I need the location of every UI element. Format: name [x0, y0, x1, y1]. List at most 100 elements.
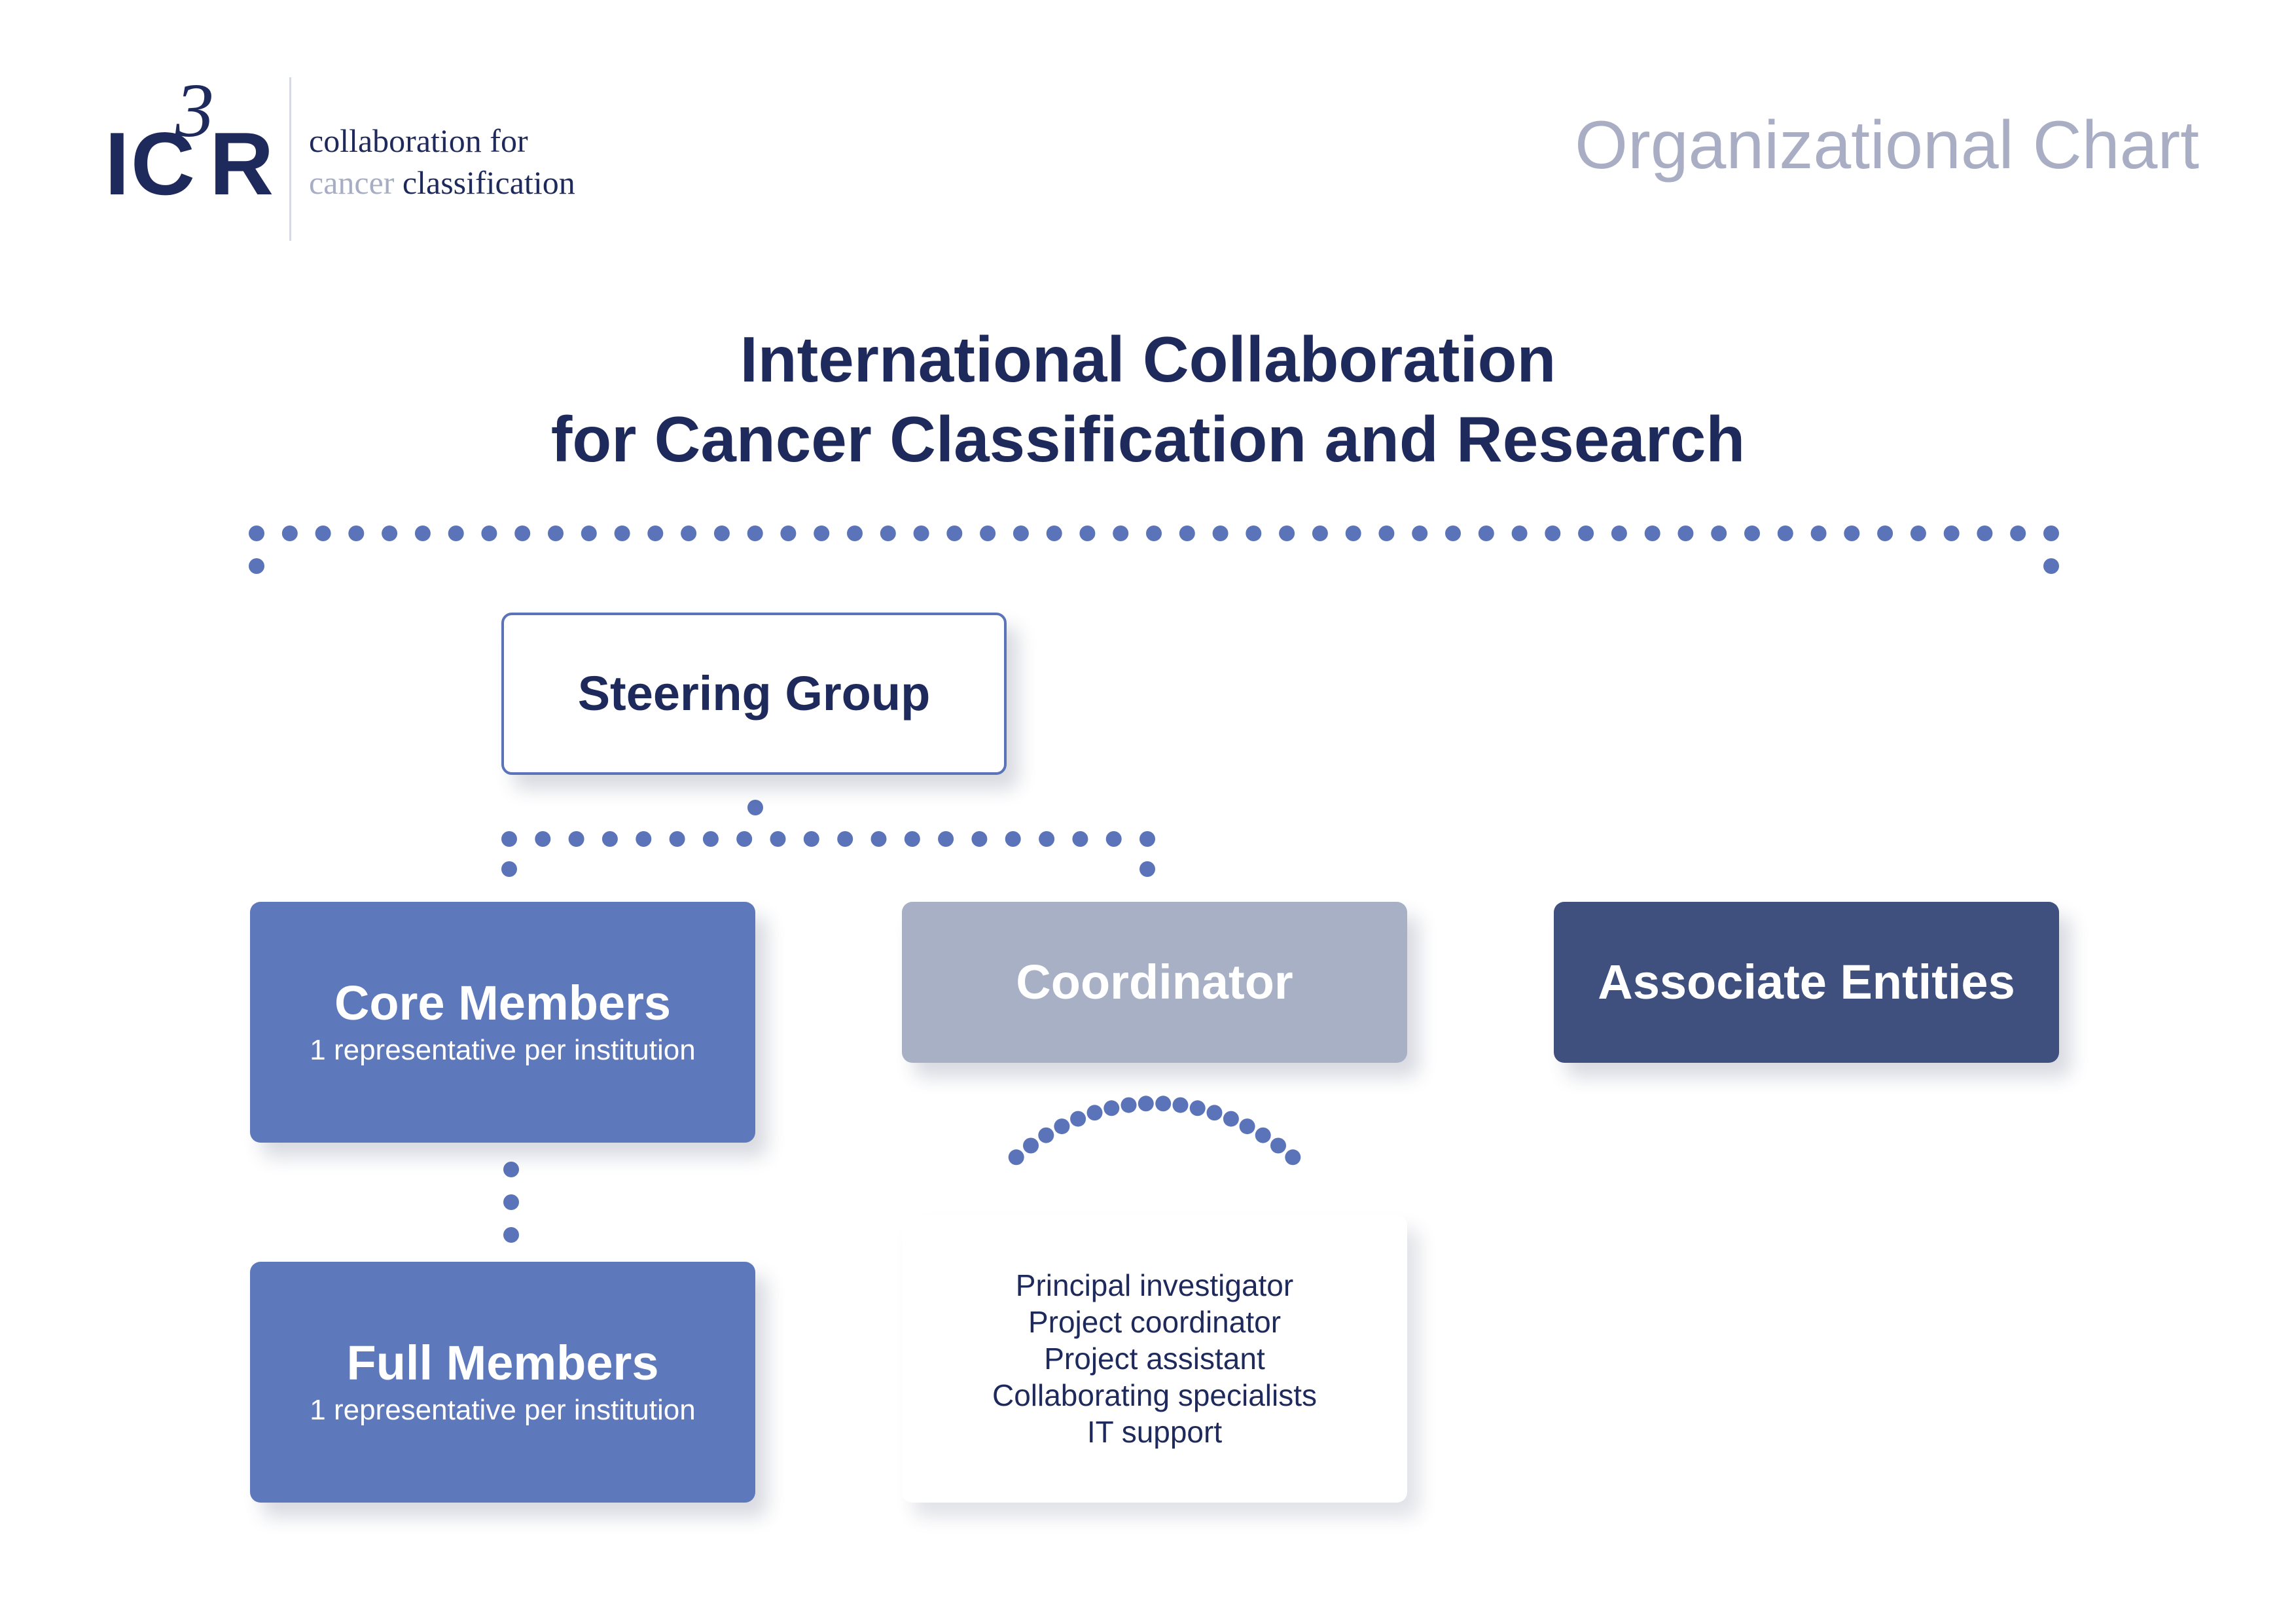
steering-branch-leg-dot — [1139, 861, 1155, 877]
steering-group-box: Steering Group — [501, 613, 1007, 775]
steering-branch-dot — [1072, 831, 1088, 847]
top-bracket-dot — [2010, 526, 2026, 541]
steering-branch-dot — [568, 831, 584, 847]
staff-item-project-coordinator: Project coordinator — [1028, 1305, 1282, 1339]
staff-item-project-assistant: Project assistant — [1044, 1342, 1265, 1376]
steering-branch-dot — [770, 831, 786, 847]
member-link-dot — [503, 1194, 519, 1210]
coordinator-arc-dot — [1155, 1096, 1172, 1112]
coordinator-arc-dot — [1121, 1097, 1137, 1113]
coordinator-arc-dot — [1255, 1127, 1271, 1143]
top-bracket-dot — [1412, 526, 1428, 541]
steering-branch-dot — [736, 831, 753, 847]
top-bracket-dot — [448, 526, 464, 541]
top-bracket-dot — [481, 526, 497, 541]
top-bracket-dot — [1644, 526, 1660, 541]
steering-branch-dot — [501, 831, 517, 847]
coordinator-title: Coordinator — [1016, 955, 1293, 1010]
full-members-title: Full Members — [346, 1335, 659, 1390]
steering-branch-dot — [870, 831, 887, 847]
top-bracket-dot — [1810, 526, 1827, 541]
top-bracket-dot — [1013, 526, 1029, 541]
coordinator-arc-dot — [1138, 1096, 1154, 1112]
top-bracket-dot — [249, 526, 264, 541]
top-bracket-dot — [1910, 526, 1926, 541]
coordinator-arc-dot — [1189, 1100, 1206, 1116]
member-link-dot — [503, 1162, 519, 1177]
top-bracket-dot — [946, 526, 963, 541]
top-bracket-dot — [281, 526, 298, 541]
top-bracket-dot — [1146, 526, 1162, 541]
steering-branch-dot — [601, 831, 618, 847]
logo-tagline-line2: cancer classification — [309, 166, 575, 199]
coordinator-arc-dot — [1086, 1105, 1103, 1121]
top-bracket-dot — [814, 526, 830, 541]
steering-stem-dot — [747, 800, 763, 815]
main-title: International Collaboration for Cancer C… — [0, 319, 2296, 479]
steering-branch-dot — [535, 831, 551, 847]
top-bracket-dot — [548, 526, 564, 541]
top-bracket-dot — [2043, 526, 2059, 541]
steering-branch-dot — [636, 831, 652, 847]
core-members-subtitle: 1 representative per institution — [310, 1034, 696, 1067]
steering-branch-dot — [803, 831, 819, 847]
steering-branch-dot — [669, 831, 685, 847]
top-bracket-dot — [614, 526, 630, 541]
coordinator-arc-dot — [1038, 1127, 1054, 1143]
top-bracket-dot — [1711, 526, 1727, 541]
top-bracket-dot — [1046, 526, 1062, 541]
staff-item-it-support: IT support — [1086, 1415, 1223, 1449]
page-heading: Organizational Chart — [1575, 107, 2199, 183]
top-bracket-dot — [382, 526, 398, 541]
top-bracket-dot — [348, 526, 365, 541]
coordinator-arc-dot — [1172, 1097, 1189, 1113]
associate-entities-box: Associate Entities — [1554, 902, 2059, 1063]
top-bracket-dot — [1478, 526, 1494, 541]
coordinator-arc-dot — [1103, 1100, 1120, 1116]
member-link-dot — [503, 1227, 519, 1243]
top-bracket-dot — [780, 526, 797, 541]
steering-branch-dot — [971, 831, 988, 847]
top-bracket-leg-dot — [2043, 558, 2059, 574]
coordinator-arc-dot — [1070, 1111, 1086, 1127]
coordinator-arc-dot — [1239, 1118, 1255, 1135]
top-bracket-dot — [514, 526, 531, 541]
top-bracket-dot — [847, 526, 863, 541]
steering-branch-leg-dot — [501, 861, 517, 877]
top-bracket-dot — [581, 526, 597, 541]
top-bracket-dot — [1777, 526, 1793, 541]
full-members-subtitle: 1 representative per institution — [310, 1394, 696, 1427]
top-bracket-dot — [1611, 526, 1627, 541]
logo-mark-letters: IC — [105, 114, 196, 213]
top-bracket-dot — [414, 526, 431, 541]
coordinator-arc-dot — [1023, 1137, 1039, 1154]
logo-mark-superscript: 3 — [175, 67, 214, 153]
top-bracket-dot — [1212, 526, 1229, 541]
core-members-box: Core Members 1 representative per instit… — [250, 902, 755, 1143]
main-title-line1: International Collaboration — [740, 323, 1556, 395]
top-bracket-dot — [647, 526, 664, 541]
steering-branch-dot — [1039, 831, 1055, 847]
top-bracket-dot — [980, 526, 996, 541]
top-bracket-dot — [1545, 526, 1561, 541]
steering-branch-dot — [1139, 831, 1155, 847]
top-bracket-dot — [681, 526, 697, 541]
top-bracket-dot — [1578, 526, 1594, 541]
coordinator-arc-dot — [1223, 1111, 1239, 1127]
coordinator-arc-dot — [1285, 1149, 1301, 1166]
logo-divider — [289, 77, 291, 241]
top-bracket-dot — [315, 526, 331, 541]
coordinator-arc-dot — [1054, 1118, 1070, 1135]
full-members-box: Full Members 1 representative per instit… — [250, 1262, 755, 1503]
top-bracket-dot — [1378, 526, 1395, 541]
staff-item-principal-investigator: Principal investigator — [1015, 1268, 1294, 1302]
top-bracket-dot — [713, 526, 730, 541]
steering-branch-dot — [837, 831, 853, 847]
coordinator-arc-dot — [1008, 1149, 1024, 1166]
coordinator-arc-dot — [1270, 1137, 1286, 1154]
top-bracket-dot — [1677, 526, 1694, 541]
coordinator-staff-card: Principal investigator Project coordinat… — [902, 1215, 1407, 1503]
top-bracket-dot — [1179, 526, 1195, 541]
staff-item-collaborating-specialists: Collaborating specialists — [992, 1378, 1318, 1412]
coordinator-box: Coordinator — [902, 902, 1407, 1063]
